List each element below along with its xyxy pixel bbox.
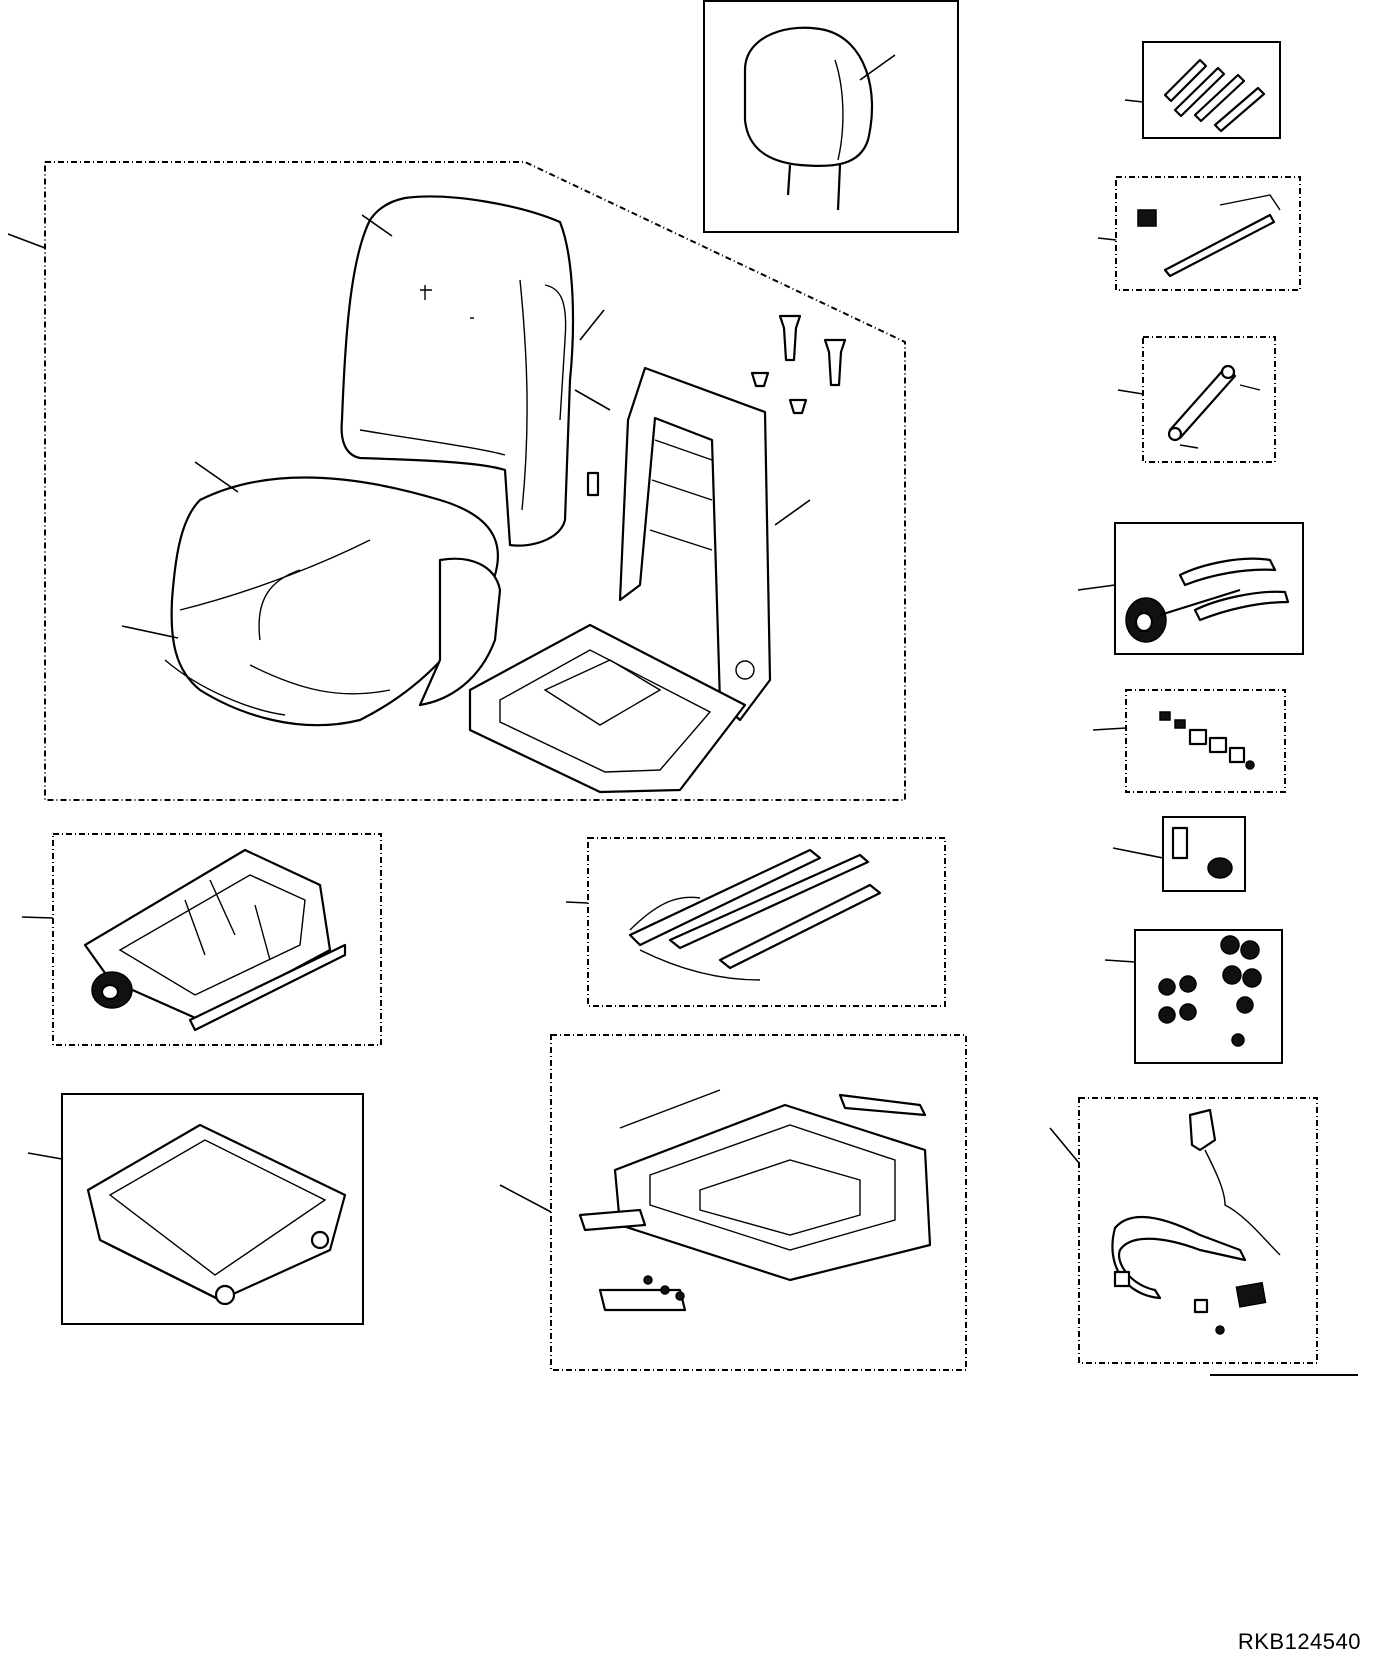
- fastener-kit: [1092, 689, 1286, 793]
- seat-back-cushion: [340, 195, 611, 547]
- callout-leader-bushing: [1112, 847, 1164, 859]
- lever-linkage: [1097, 176, 1301, 291]
- reclining-frame: [27, 1093, 364, 1325]
- callout-leader-cushion-cover: [121, 625, 179, 639]
- callout-leader-knob: [1077, 584, 1116, 591]
- callout-leader-rails: [565, 901, 589, 904]
- main-seat-assembly: [7, 161, 906, 801]
- callout-leader-gas-spring: [1117, 389, 1144, 395]
- callout-leader-main-assembly: [7, 233, 46, 249]
- spring-set: [1124, 41, 1281, 139]
- callout-leader-back-cover: [579, 309, 605, 341]
- callout-leader-back-side: [574, 389, 611, 411]
- callout-leader-recline: [27, 1152, 63, 1160]
- callout-leader-fasteners: [1092, 727, 1127, 731]
- seat-frame: [468, 366, 811, 794]
- callout-leader-base: [499, 1184, 552, 1213]
- frame-bolts: [750, 314, 847, 415]
- callout-leader-headrest: [859, 54, 896, 81]
- base-frame: [499, 1034, 967, 1371]
- headrest: [703, 0, 959, 233]
- seat-belt: [1049, 1097, 1318, 1364]
- callout-leader-seat-back: [361, 214, 393, 237]
- slide-rail-set: [565, 837, 946, 1007]
- bushing-kit: [1112, 816, 1246, 892]
- callout-leader-springs: [1124, 99, 1144, 103]
- callout-leader-nuts: [1104, 959, 1136, 963]
- drawing-reference-code: RKB124540: [1237, 1629, 1361, 1654]
- callout-leader-suspension: [21, 916, 54, 919]
- callout-leader-lever: [1097, 237, 1117, 241]
- callout-leader-frame: [774, 499, 811, 526]
- callout-leader-cushion: [194, 461, 239, 493]
- suspension-unit: [21, 833, 382, 1046]
- callout-leader-belt: [1049, 1127, 1080, 1164]
- gas-spring: [1117, 336, 1276, 463]
- seat-cushion: [121, 461, 502, 727]
- nut-kit: [1104, 929, 1283, 1064]
- suspension-spring-knob: [1077, 522, 1304, 655]
